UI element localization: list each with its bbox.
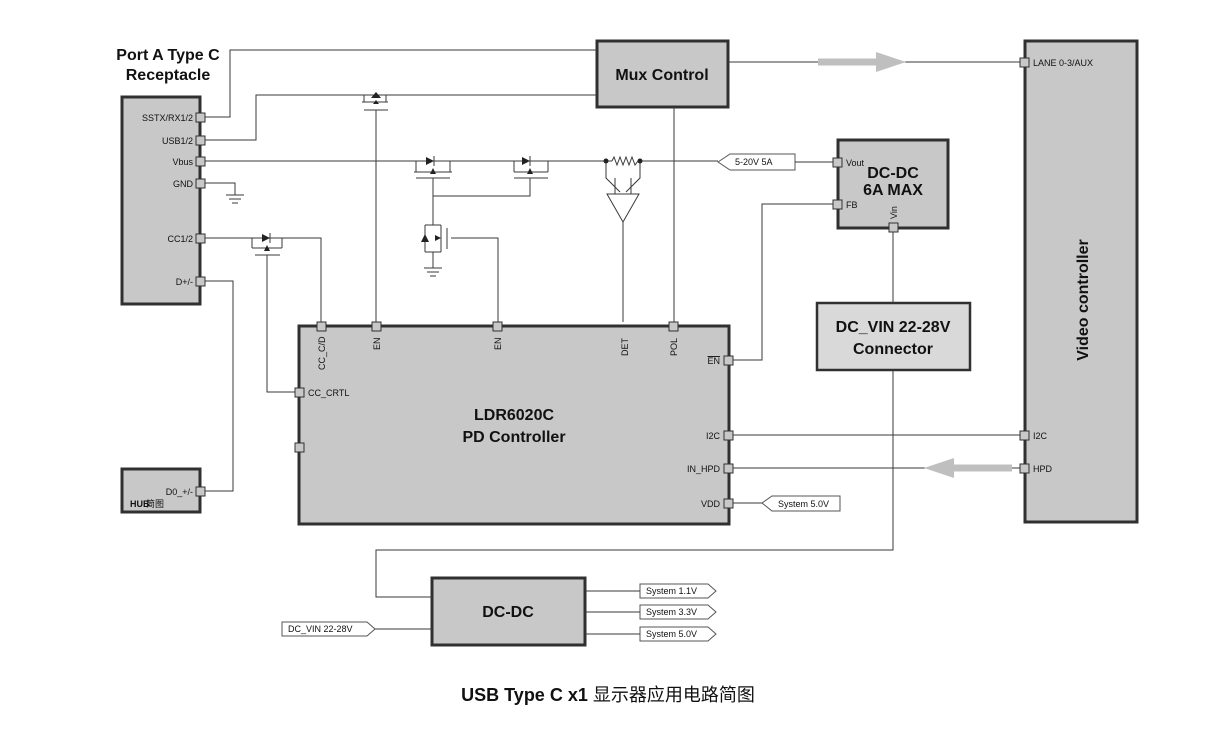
vertical-mosfet-icon — [421, 224, 448, 253]
output-5v0: System 5.0V — [646, 629, 697, 639]
current-sense-amp-icon — [606, 193, 640, 224]
dcdc-bottom-box — [430, 576, 587, 647]
output-3v3: System 3.3V — [646, 607, 697, 617]
dcdc-outputs: System 1.1V System 3.3V System 5.0V — [639, 583, 717, 642]
system-5v-tag — [761, 495, 841, 512]
pd-pin-pol: POL — [669, 338, 679, 356]
pd-pin-inhpd: IN_HPD — [687, 464, 721, 474]
video-controller-title: Video controller — [1075, 239, 1092, 361]
dcdc-top-box — [836, 138, 950, 230]
sense-resistor-icon — [603, 155, 643, 167]
system-5v-label: System 5.0V — [778, 499, 829, 509]
dcdc-pin-fb: FB — [846, 200, 858, 210]
cc-mosfet-icon — [250, 233, 285, 256]
pd-pin-cccd: CC_C/D — [317, 336, 327, 370]
connector-line2: Connector — [853, 341, 933, 358]
caption-bold: USB Type C x1 — [461, 685, 588, 705]
port-a-title-line1: Port A Type C — [116, 47, 220, 64]
pd-pin-vdd: VDD — [701, 499, 721, 509]
output-1v1: System 1.1V — [646, 586, 697, 596]
hpd-flow-arrow — [924, 458, 1012, 478]
pin-gnd: GND — [173, 179, 194, 189]
video-pin-hpd: HPD — [1033, 464, 1053, 474]
dc-vin-connector-box — [815, 301, 972, 372]
pd-controller-box — [297, 324, 731, 526]
connector-line1: DC_VIN 22-28V — [836, 319, 951, 336]
vbus-mosfet-1-icon — [410, 156, 452, 179]
pd-controller-line1: LDR6020C — [474, 407, 554, 424]
dcdc-pin-vout: Vout — [846, 158, 865, 168]
pd-pin-cccrtl: CC_CRTL — [308, 388, 349, 398]
voltage-tag-label: 5-20V 5A — [735, 157, 773, 167]
hub-label: HUB — [130, 499, 150, 509]
vbus-mosfet-2-icon — [512, 156, 551, 179]
pd-pin-det: DET — [620, 337, 630, 356]
dcdc-top-line2: 6A MAX — [863, 182, 923, 199]
lane-flow-arrow — [818, 52, 906, 72]
port-a-receptacle-box — [120, 95, 202, 306]
video-pin-lane: LANE 0-3/AUX — [1033, 58, 1093, 68]
pin-sstx: SSTX/RX1/2 — [142, 113, 193, 123]
video-controller-box — [1023, 39, 1139, 524]
pd-controller-line2: PD Controller — [462, 429, 565, 446]
dcdc-pin-vin: Vin — [889, 206, 899, 219]
pin-usb: USB1/2 — [162, 136, 193, 146]
port-a-pins: SSTX/RX1/2 USB1/2 Vbus GND CC1/2 D+/- — [142, 112, 206, 287]
hub-label-cn: 简图 — [146, 498, 164, 509]
dcdc-top-line1: DC-DC — [867, 165, 919, 182]
dcdc-bottom-title: DC-DC — [482, 604, 534, 621]
pin-dpm: D+/- — [176, 277, 193, 287]
wires — [205, 49, 1020, 635]
top-mosfet-icon — [357, 92, 392, 111]
hub-pin-d0: D0_+/- — [166, 487, 193, 497]
port-a-title-line2: Receptacle — [126, 67, 211, 84]
circuit-diagram: Port A Type C Receptacle SSTX/RX1/2 USB1… — [116, 39, 1139, 647]
video-pin-i2c: I2C — [1033, 431, 1048, 441]
pd-pin-en1: EN — [372, 337, 382, 350]
dc-vin-input-tag — [281, 621, 376, 637]
pin-cc: CC1/2 — [167, 234, 193, 244]
mux-control-title: Mux Control — [615, 67, 708, 84]
caption-text: 显示器应用电路简图 — [587, 685, 755, 705]
pd-pin-en-right: EN — [707, 356, 720, 366]
pd-pin-i2c: I2C — [706, 431, 721, 441]
mux-control-box — [595, 39, 730, 109]
dc-vin-input-label: DC_VIN 22-28V — [288, 624, 353, 634]
hub-box — [120, 467, 202, 514]
pd-top-pins: CC_C/D EN EN DET POL — [316, 321, 679, 370]
pd-pin-en2: EN — [493, 337, 503, 350]
pin-vbus: Vbus — [172, 157, 193, 167]
figure-caption: USB Type C x1 显示器应用电路简图 — [0, 681, 1216, 707]
